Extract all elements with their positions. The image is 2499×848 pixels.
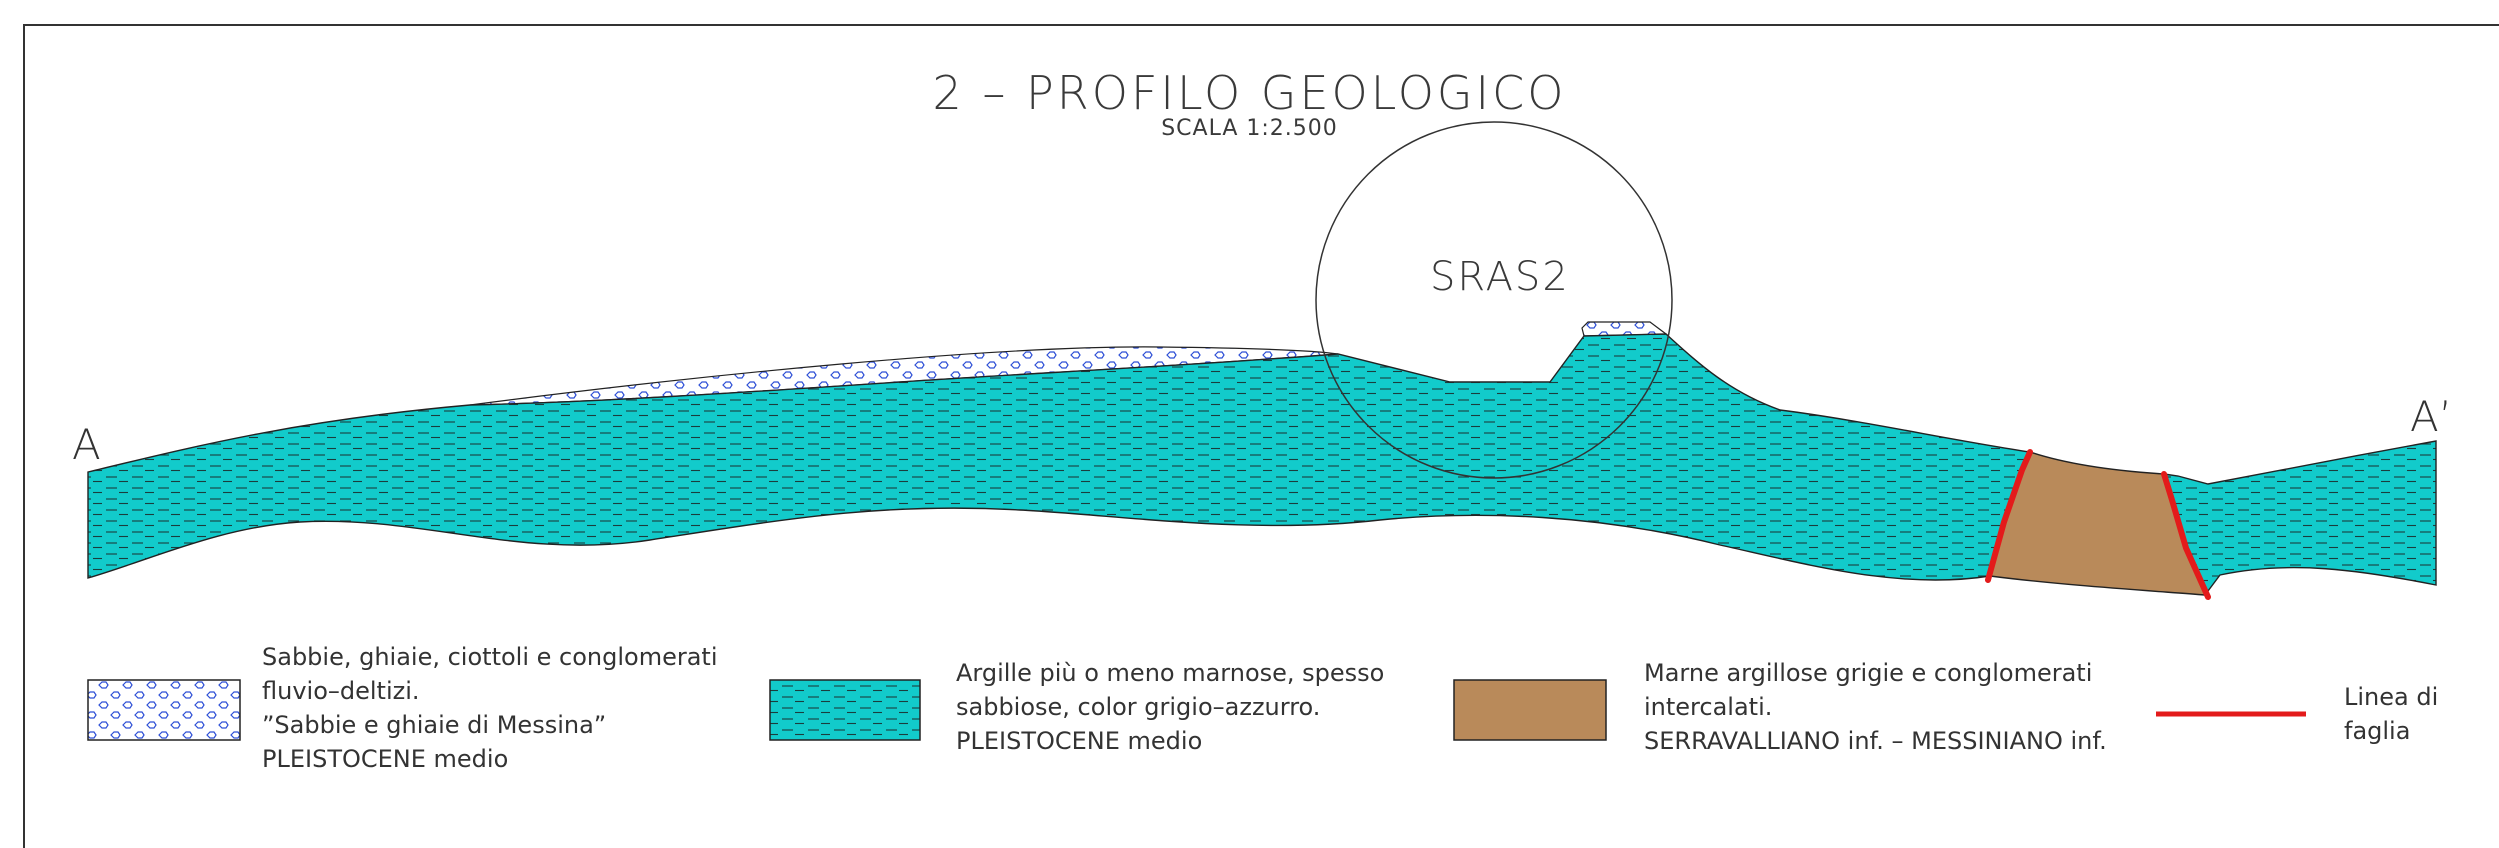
marls-block bbox=[1989, 451, 2207, 596]
profile-scale: SCALA 1:2.500 bbox=[1161, 116, 1338, 141]
fault-line-left bbox=[1985, 449, 2033, 583]
legend-clays-swatch bbox=[769, 679, 921, 741]
legend-fault-text: Linea di faglia bbox=[2344, 683, 2439, 745]
legend-clays-text: Argille più o meno marnose, spesso sabbi… bbox=[956, 659, 1385, 755]
clays-layer bbox=[87, 333, 2032, 581]
fault-line-right bbox=[2161, 471, 2211, 600]
legend-marls-swatch bbox=[1453, 679, 1607, 741]
clays-layer-right bbox=[2163, 440, 2437, 597]
legend-sands-swatch bbox=[87, 679, 241, 741]
legend-marls-text: Marne argillose grigie e conglomerati in… bbox=[1644, 659, 2107, 755]
sands-cap bbox=[1581, 321, 1668, 337]
legend-sands-text: Sabbie, ghiaie, ciottoli e conglomerati … bbox=[262, 643, 718, 773]
section-end-label: A’ bbox=[2410, 392, 2453, 441]
borehole-circle bbox=[1315, 121, 1673, 479]
section-start-label: A bbox=[72, 420, 101, 469]
profile-title: 2 – PROFILO GEOLOGICO bbox=[932, 66, 1567, 120]
drawing-frame bbox=[23, 24, 2499, 848]
borehole-label: SRAS2 bbox=[1430, 254, 1570, 300]
